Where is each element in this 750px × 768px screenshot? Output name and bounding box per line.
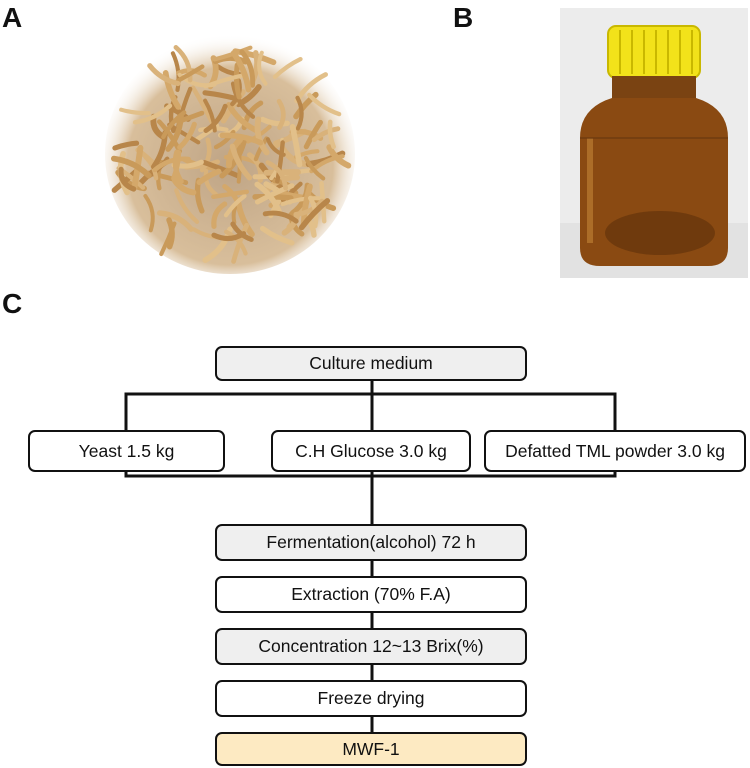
glucose-box: C.H Glucose 3.0 kg <box>271 430 471 472</box>
extraction-box: Extraction (70% F.A) <box>215 576 527 613</box>
freeze-drying-box: Freeze drying <box>215 680 527 717</box>
fermentation-box: Fermentation(alcohol) 72 h <box>215 524 527 561</box>
culture-medium-box: Culture medium <box>215 346 527 381</box>
yeast-box: Yeast 1.5 kg <box>28 430 225 472</box>
defatted-powder-box: Defatted TML powder 3.0 kg <box>484 430 746 472</box>
concentration-box: Concentration 12~13 Brix(%) <box>215 628 527 665</box>
mwf1-product-box: MWF-1 <box>215 732 527 766</box>
